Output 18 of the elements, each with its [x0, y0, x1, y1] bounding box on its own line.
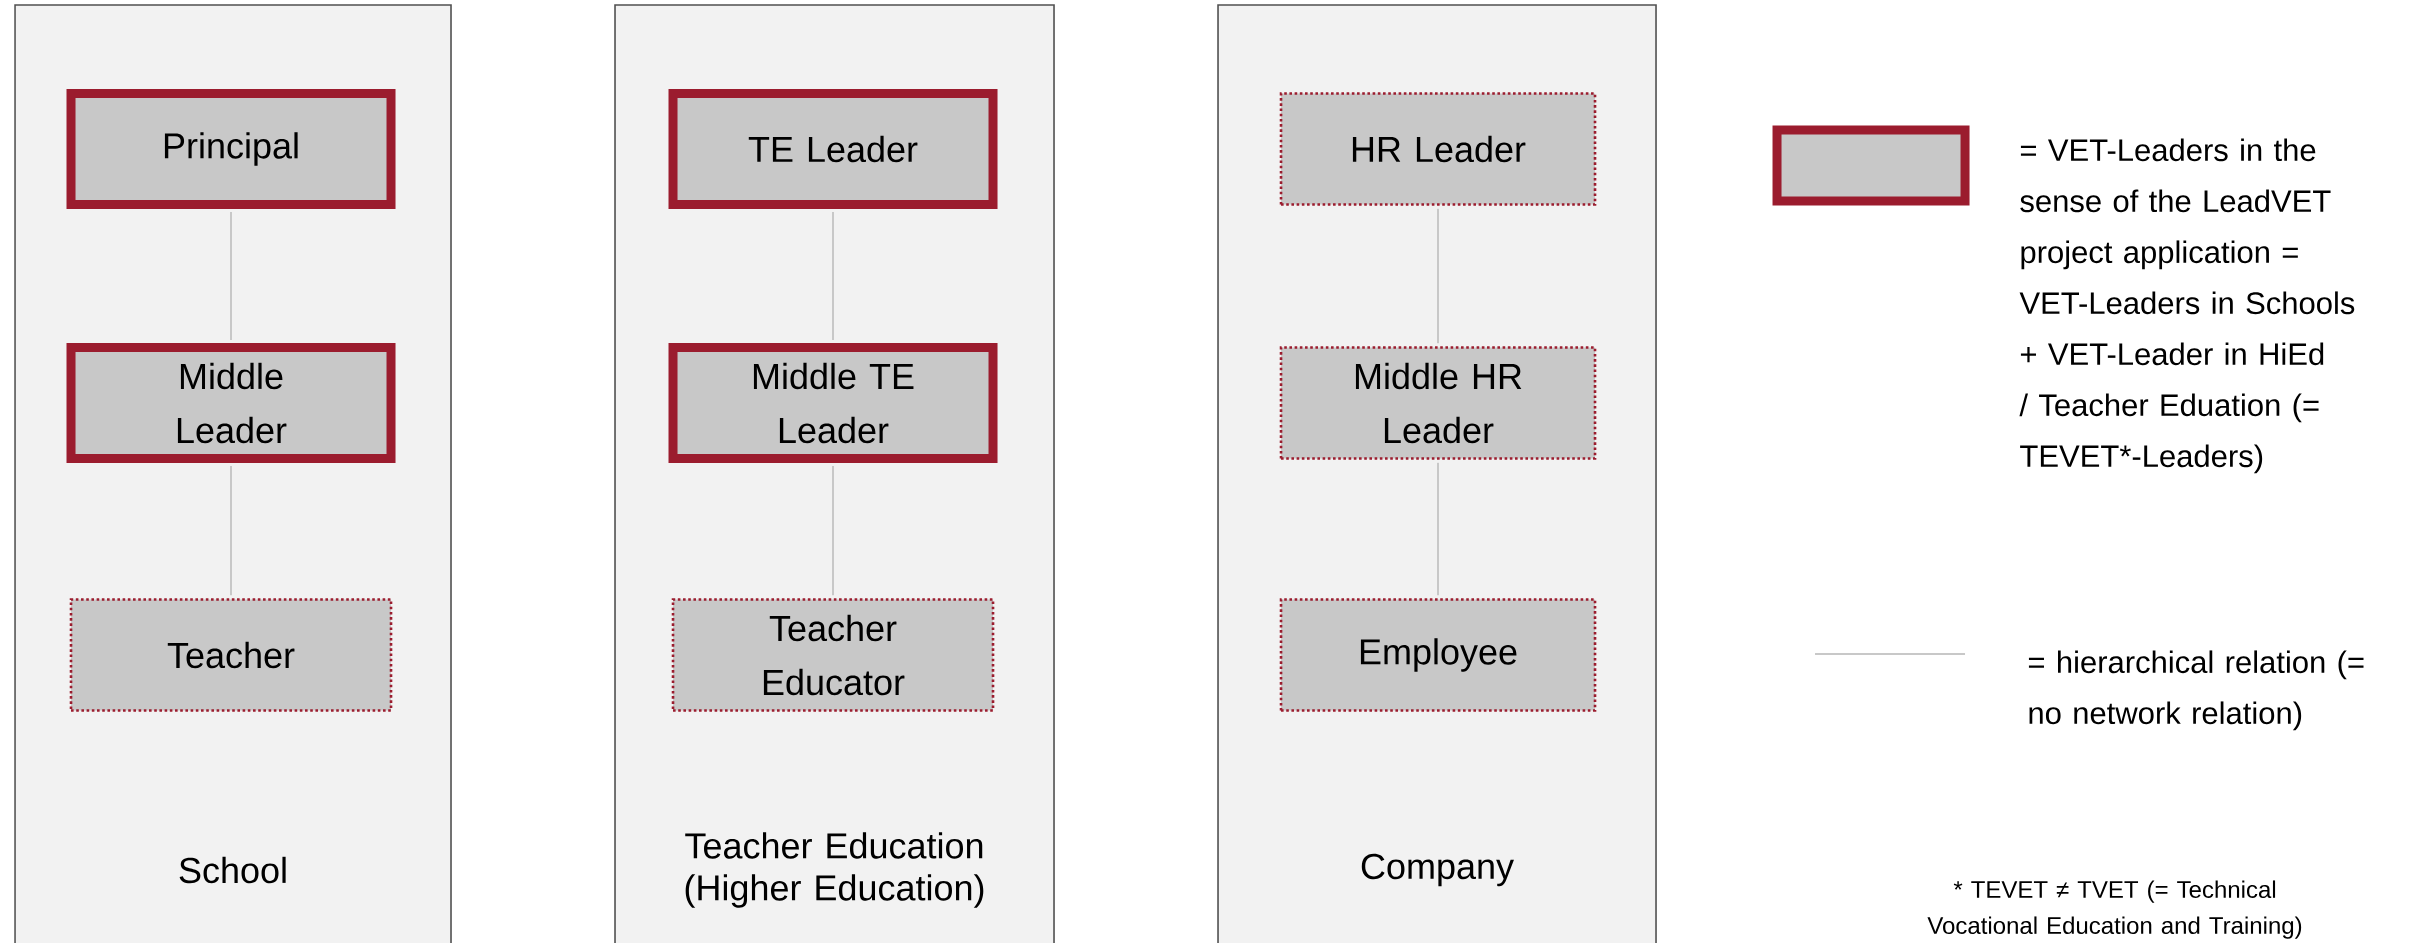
connector-line	[230, 465, 232, 597]
connector-line	[230, 211, 232, 341]
legend-text: = VET-Leaders in the sense of the LeadVET project application = VET-Leaders in Schools + VET-Leader in HiEd / Teacher Eduation (= TEVET*-Leaders)	[2019, 138, 2355, 474]
role-box: Employee	[1279, 598, 1597, 712]
role-box: HR Leader	[1279, 92, 1597, 206]
connector-line	[1437, 461, 1439, 597]
role-box: Teacher Educator	[671, 598, 995, 712]
leader-box: Middle TE Leader	[668, 343, 998, 463]
footnote: * TEVET ≠ TVET (= Technical Vocational Education and Training)	[1927, 880, 2302, 939]
leader-box: TE Leader	[668, 89, 998, 209]
role-box: Middle HR Leader	[1279, 346, 1597, 460]
role-box: Teacher	[69, 598, 393, 712]
legend-text: = hierarchical relation (= no network relation)	[2028, 650, 2364, 731]
leader-box: Middle Leader	[66, 343, 396, 463]
connector-line	[832, 465, 834, 597]
connector-line	[1437, 207, 1439, 345]
connector-line	[832, 211, 834, 341]
leader-box: Principal	[66, 89, 396, 209]
